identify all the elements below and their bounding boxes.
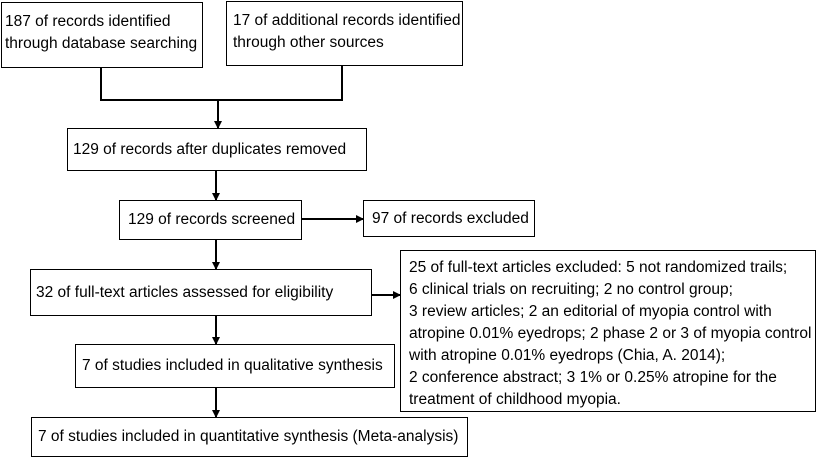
merge-connector (100, 66, 343, 101)
fulltext-excluded-line-6: 2 conference abstract; 3 1% or 0.25% atr… (409, 369, 777, 386)
db-search-box: 187 of records identified through databa… (1, 2, 203, 68)
db-search-line-1: 187 of records identified (5, 13, 171, 30)
fulltext-excluded-line-1: 25 of full-text articles excluded: 5 not… (409, 259, 788, 276)
db-search-line-2: through database searching (5, 35, 198, 52)
after-duplicates-label: 129 of records after duplicates removed (73, 141, 347, 158)
excluded-label: 97 of records excluded (372, 210, 529, 227)
qualitative-box: 7 of studies included in qualitative syn… (75, 344, 395, 388)
fulltext-excluded-line-3: 3 review articles; 2 an editorial of myo… (409, 303, 772, 320)
fulltext-assessed-label: 32 of full-text articles assessed for el… (36, 284, 334, 301)
fulltext-assessed-box: 32 of full-text articles assessed for el… (30, 269, 372, 316)
other-sources-line-1: 17 of additional records identified (233, 12, 461, 29)
fulltext-excluded-line-5: with atropine 0.01% eyedrops (Chia, A. 2… (409, 347, 726, 364)
quantitative-box: 7 of studies included in quantitative sy… (31, 417, 468, 457)
after-duplicates-box: 129 of records after duplicates removed (67, 128, 367, 171)
fulltext-excluded-line-4: atropine 0.01% eyedrops; 2 phase 2 or 3 … (409, 325, 812, 342)
quantitative-label: 7 of studies included in quantitative sy… (38, 428, 459, 445)
excluded-box: 97 of records excluded (363, 200, 535, 237)
other-sources-box: 17 of additional records identified thro… (226, 1, 463, 66)
other-sources-line-2: through other sources (233, 34, 384, 51)
screened-label: 129 of records screened (128, 211, 296, 228)
qualitative-label: 7 of studies included in qualitative syn… (82, 357, 383, 374)
fulltext-excluded-line-7: treatment of childhood myopia. (409, 391, 621, 408)
screened-box: 129 of records screened (119, 200, 302, 240)
fulltext-excluded-line-2: 6 clinical trials on recruiting; 2 no co… (409, 281, 733, 298)
fulltext-excluded-box: 25 of full-text articles excluded: 5 not… (400, 250, 816, 412)
